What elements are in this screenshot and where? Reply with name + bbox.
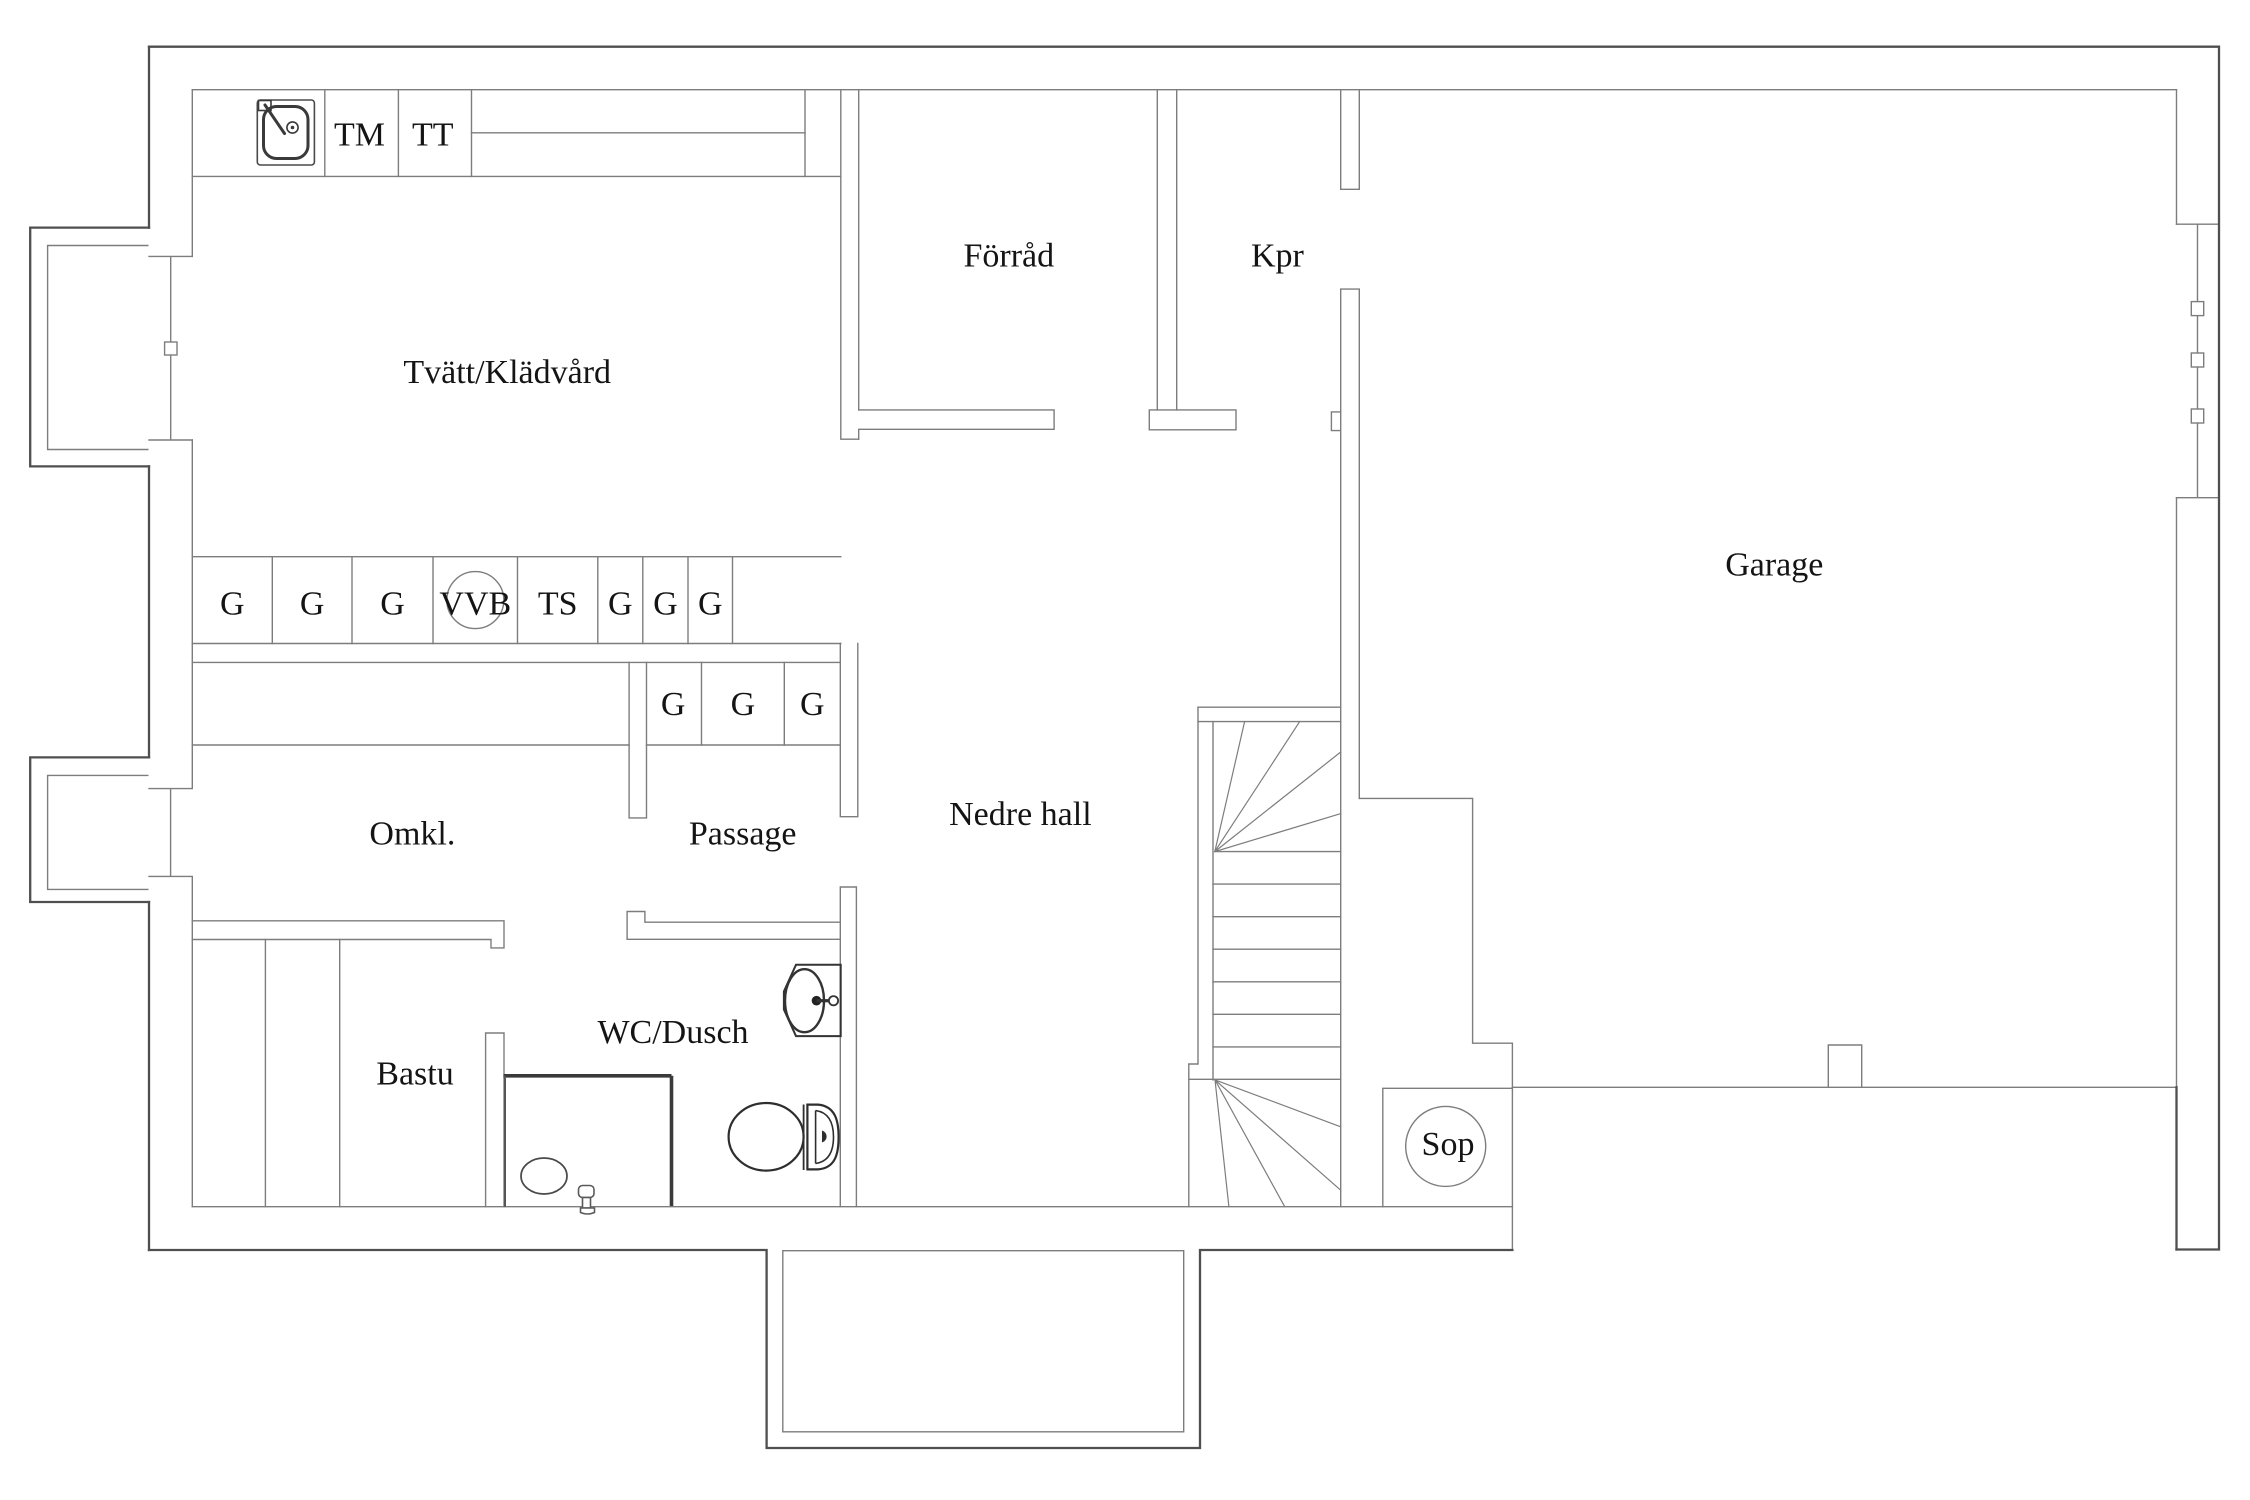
svg-text:G: G — [608, 586, 633, 623]
svg-text:G: G — [220, 586, 245, 623]
svg-text:VVB: VVB — [439, 586, 511, 623]
svg-text:Sop: Sop — [1422, 1126, 1475, 1163]
svg-text:Passage: Passage — [689, 816, 797, 853]
svg-text:Garage: Garage — [1725, 547, 1823, 584]
svg-text:G: G — [300, 586, 325, 623]
svg-text:TS: TS — [538, 586, 578, 623]
svg-text:G: G — [661, 686, 686, 723]
svg-text:Nedre hall: Nedre hall — [949, 796, 1092, 833]
svg-text:Omkl.: Omkl. — [369, 816, 455, 853]
svg-text:Kpr: Kpr — [1251, 238, 1305, 275]
svg-text:G: G — [380, 586, 405, 623]
svg-text:Förråd: Förråd — [963, 238, 1054, 275]
svg-text:G: G — [653, 586, 678, 623]
svg-text:TT: TT — [412, 117, 454, 154]
svg-text:TM: TM — [334, 117, 385, 154]
svg-text:G: G — [731, 686, 756, 723]
svg-text:G: G — [800, 686, 825, 723]
svg-text:G: G — [698, 586, 723, 623]
svg-text:WC/Dusch: WC/Dusch — [597, 1014, 748, 1051]
svg-text:Tvätt/Klädvård: Tvätt/Klädvård — [403, 354, 611, 391]
svg-text:Bastu: Bastu — [376, 1056, 453, 1093]
